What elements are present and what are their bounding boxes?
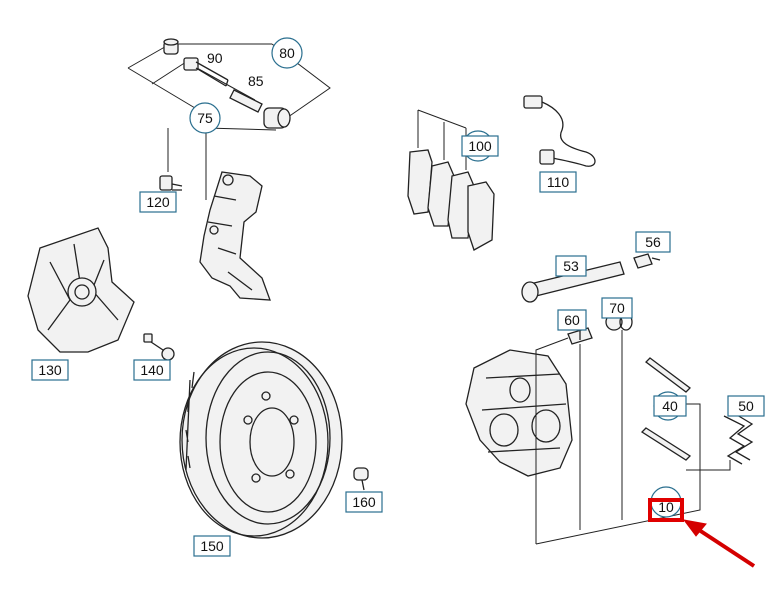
svg-text:40: 40 (662, 398, 678, 414)
svg-text:110: 110 (547, 174, 570, 190)
svg-text:53: 53 (563, 258, 579, 274)
svg-text:10: 10 (658, 499, 674, 515)
bolt-120-part (159, 128, 183, 191)
svg-text:130: 130 (38, 362, 62, 378)
leader-lines-right (535, 330, 731, 545)
callout-160: 160 (345, 491, 383, 513)
bushing-part (163, 38, 179, 55)
callout-56: 56 (635, 231, 671, 253)
callout-75: 75 (189, 102, 221, 134)
callout-70: 70 (601, 297, 633, 319)
sleeve-part (263, 107, 291, 129)
svg-text:90: 90 (207, 50, 223, 66)
svg-text:50: 50 (738, 398, 754, 414)
callout-85: 85 (248, 73, 264, 89)
callout-110: 110 (539, 171, 577, 193)
callout-80: 80 (271, 37, 303, 69)
screw-140-part (143, 333, 175, 361)
svg-text:75: 75 (197, 110, 213, 126)
guide-pin-group (127, 38, 331, 131)
callout-60: 60 (557, 309, 587, 331)
brake-pads-part (407, 109, 495, 251)
highlight-box-10 (648, 498, 684, 522)
caliper-part (465, 349, 573, 477)
svg-text:100: 100 (468, 138, 492, 154)
wear-sensor-part (523, 95, 596, 167)
svg-text:56: 56 (645, 234, 661, 250)
brake-disc-part (179, 341, 343, 539)
bolt-56-part (633, 253, 661, 269)
pointer-arrow (682, 519, 756, 568)
guide-pin-53-part (521, 261, 625, 303)
callout-130: 130 (31, 359, 69, 381)
callout-40: 40 (653, 391, 687, 421)
svg-text:70: 70 (609, 300, 625, 316)
pins-40-part (640, 357, 692, 461)
callout-90: 90 (207, 50, 223, 66)
callout-100: 100 (461, 130, 499, 162)
callout-10: 10 (648, 486, 684, 522)
svg-text:140: 140 (140, 362, 164, 378)
dust-shield-part (27, 227, 135, 353)
callout-120: 120 (139, 191, 177, 213)
svg-text:120: 120 (146, 194, 170, 210)
svg-text:85: 85 (248, 73, 264, 89)
callout-140: 140 (133, 359, 171, 381)
callout-53: 53 (555, 255, 587, 277)
caliper-bracket-part (199, 130, 271, 301)
svg-text:60: 60 (564, 312, 580, 328)
guide-pin-part (229, 89, 263, 113)
callout-150: 150 (193, 535, 231, 557)
callout-50: 50 (727, 395, 765, 417)
svg-text:80: 80 (279, 45, 295, 61)
svg-text:150: 150 (200, 538, 224, 554)
guide-bolt-part (183, 57, 229, 87)
springs-50-part (723, 411, 754, 465)
screw-160-part (353, 467, 369, 491)
svg-text:160: 160 (352, 494, 376, 510)
